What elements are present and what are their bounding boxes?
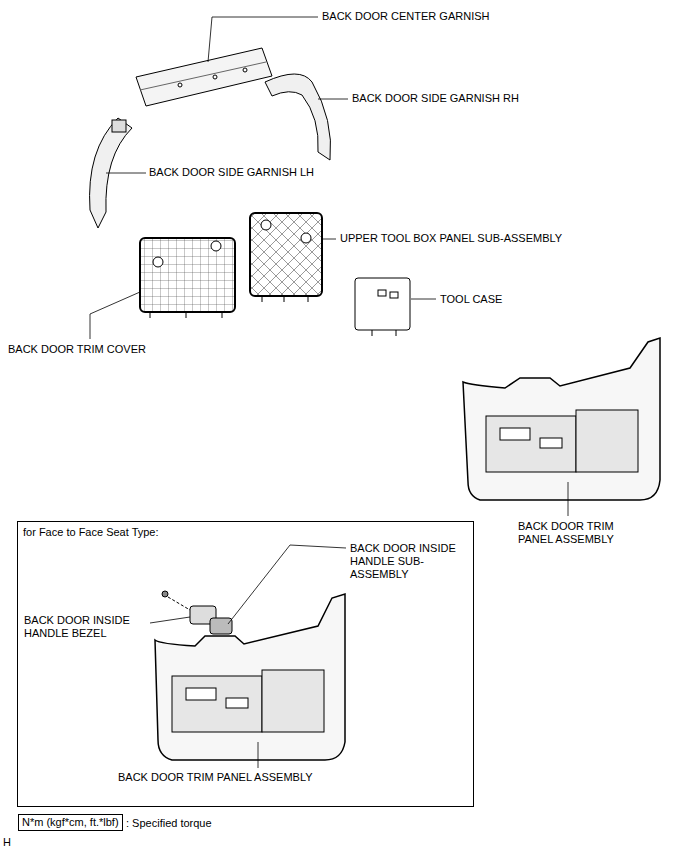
part-name: BACK DOOR INSIDE HANDLE SUB-ASSEMBLY — [350, 542, 458, 581]
part-name: BACK DOOR SIDE GARNISH RH — [352, 92, 519, 105]
leader-lines — [90, 17, 568, 768]
part-name: BACK DOOR INSIDE HANDLE BEZEL — [24, 614, 148, 640]
torque-unit: N*m (kgf*cm, ft.*lbf) — [22, 816, 119, 829]
inside-handle — [210, 618, 232, 634]
torque-box: N*m (kgf*cm, ft.*lbf) — [18, 814, 123, 831]
upper-tool-box-panel — [250, 213, 322, 296]
variant-heading: for Face to Face Seat Type: — [23, 526, 468, 539]
center-garnish — [136, 48, 272, 106]
tool-case — [355, 278, 410, 330]
trim-cover — [140, 238, 235, 312]
side-garnish-rh — [265, 74, 331, 160]
part-name: BACK DOOR TRIM COVER — [8, 343, 146, 356]
part-name: BACK DOOR CENTER GARNISH — [322, 10, 489, 23]
trim-panel — [463, 338, 660, 500]
part-name: BACK DOOR TRIM PANEL ASSEMBLY — [118, 771, 313, 784]
part-name: BACK DOOR TRIM PANEL ASSEMBLY — [518, 520, 630, 546]
part-name: UPPER TOOL BOX PANEL SUB-ASSEMBLY — [340, 232, 562, 245]
part-name: TOOL CASE — [440, 293, 502, 306]
part-name: BACK DOOR SIDE GARNISH LH — [149, 166, 314, 179]
trim-panel — [155, 594, 345, 760]
legend-note: : Specified torque — [126, 817, 212, 830]
page-code: H — [3, 836, 11, 849]
